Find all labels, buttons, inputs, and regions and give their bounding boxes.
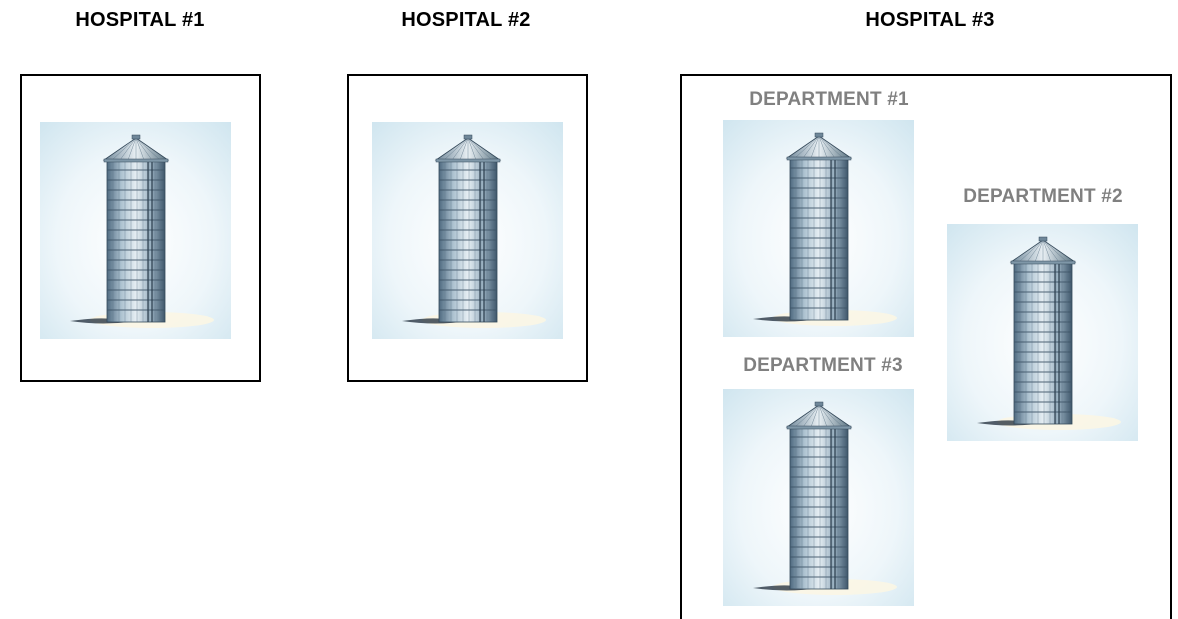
department-2-title: DEPARTMENT #2	[963, 186, 1123, 207]
hospital-3-frame: DEPARTMENT #1 DEPARTMENT #2 DEPARTMENT #…	[680, 74, 1172, 619]
hospital-2-title: HOSPITAL #2	[401, 9, 531, 31]
department-1-title: DEPARTMENT #1	[749, 89, 909, 110]
grain-silo-icon	[372, 122, 563, 339]
grain-silo-icon	[723, 120, 914, 337]
hospital-3-title: HOSPITAL #3	[865, 9, 995, 31]
hospital-1-frame	[20, 74, 261, 382]
hospital-2-frame	[347, 74, 588, 382]
grain-silo-icon	[947, 224, 1138, 441]
grain-silo-icon	[723, 389, 914, 606]
hospital-1-title: HOSPITAL #1	[75, 9, 205, 31]
department-3-title: DEPARTMENT #3	[743, 355, 903, 376]
grain-silo-icon	[40, 122, 231, 339]
